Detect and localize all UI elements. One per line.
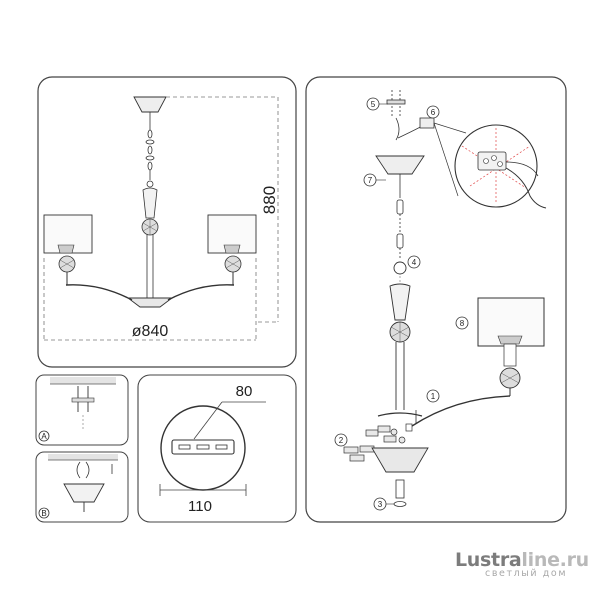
svg-text:1: 1 xyxy=(431,392,436,401)
watermark-brand-part2: line.ru xyxy=(521,549,589,571)
ceiling-hatch-b xyxy=(48,454,118,460)
spacing-leader xyxy=(193,401,223,440)
assembly-lamp xyxy=(477,297,545,396)
callout-6: 6 xyxy=(426,105,440,119)
top-fixings xyxy=(386,90,427,141)
mounting-bar-a xyxy=(71,397,95,403)
magnified-wiring-detail xyxy=(433,122,547,209)
step-a-label: A xyxy=(41,432,47,441)
left-lamp xyxy=(43,214,93,285)
assembly-canopy xyxy=(375,155,425,175)
spacing-dimension-label: 80 xyxy=(236,383,253,400)
watermark-logo: Lustraline.ru светлый дом xyxy=(455,549,595,579)
width-dimension-label: 110 xyxy=(188,498,212,515)
ceiling-hatch-a xyxy=(50,377,116,384)
right-lamp xyxy=(207,214,257,285)
wires-b xyxy=(76,461,90,479)
height-dimension-label: 880 xyxy=(260,186,279,214)
height-dimension-line xyxy=(166,96,279,323)
suspension-ring xyxy=(393,261,407,275)
arm-mount xyxy=(377,412,423,417)
assembly-column xyxy=(389,283,411,321)
terminal-block xyxy=(419,117,435,129)
assembly-panel: 5 6 7 4 8 1 2 3 xyxy=(305,76,567,523)
svg-text:4: 4 xyxy=(412,258,417,267)
callout-4: 4 xyxy=(407,255,421,269)
callout-8: 8 xyxy=(455,316,469,330)
callout-1: 1 xyxy=(426,389,440,403)
step-a-panel: A xyxy=(35,374,129,446)
svg-text:2: 2 xyxy=(339,436,344,445)
svg-text:6: 6 xyxy=(431,108,436,117)
assembly-chain xyxy=(396,199,404,260)
callout-5: 5 xyxy=(366,97,388,111)
assembly-arm xyxy=(411,395,511,427)
bracket-panel: 80 110 xyxy=(137,374,297,523)
step-b-badge xyxy=(38,507,50,519)
assembly-frame xyxy=(305,76,567,523)
watermark-brand-part1: Lustra xyxy=(455,549,522,571)
step-a-badge xyxy=(38,430,50,442)
bracket-frame xyxy=(137,374,297,523)
right-arm xyxy=(167,284,235,301)
canopy-b xyxy=(63,483,105,503)
central-column xyxy=(142,187,158,219)
step-a-frame xyxy=(35,374,129,446)
callout-2: 2 xyxy=(334,433,348,447)
callout-7: 7 xyxy=(363,173,386,187)
overview-panel-frame xyxy=(37,76,297,368)
svg-text:3: 3 xyxy=(378,500,383,509)
ceiling-canopy xyxy=(133,96,167,113)
bottom-bowl xyxy=(126,297,174,308)
bottom-finial xyxy=(395,479,405,499)
left-arm xyxy=(65,284,133,301)
step-b-frame xyxy=(35,451,129,523)
arm-screws xyxy=(343,425,406,462)
overview-panel: 880 ø840 xyxy=(37,76,297,368)
svg-text:7: 7 xyxy=(368,176,373,185)
callout-3: 3 xyxy=(373,497,394,511)
width-dimension-line xyxy=(43,258,257,341)
svg-text:8: 8 xyxy=(460,319,465,328)
assembly-bowl xyxy=(371,447,429,473)
watermark-tagline: светлый дом xyxy=(485,568,568,579)
step-b-label: B xyxy=(41,509,46,518)
step-b-panel: B xyxy=(35,451,129,523)
suspension-chain xyxy=(145,112,155,188)
svg-text:5: 5 xyxy=(371,100,376,109)
crystal-ornament xyxy=(141,218,159,236)
watermark-brand: Lustraline.ru xyxy=(455,549,595,571)
diameter-dimension-label: ø840 xyxy=(132,323,169,340)
